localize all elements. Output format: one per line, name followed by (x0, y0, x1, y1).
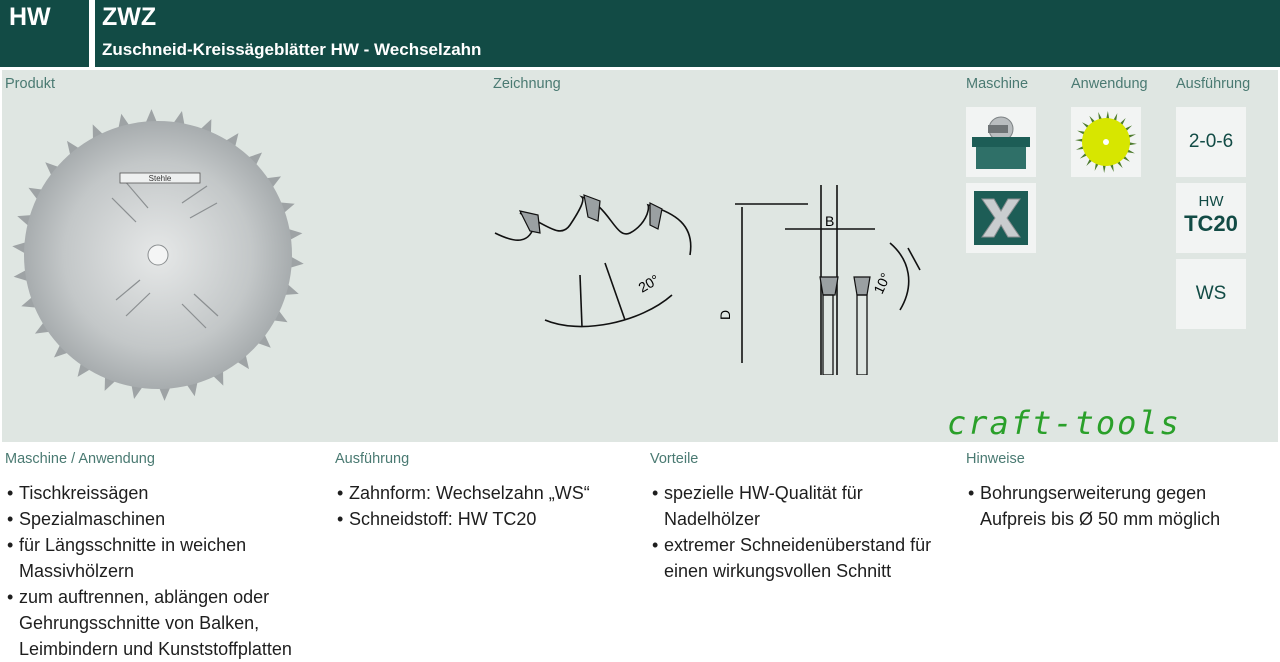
zeichnung-label: Zeichnung (493, 76, 561, 92)
dim-D-label: D (717, 310, 733, 320)
saw-blade-icon (1071, 107, 1141, 177)
tooth (1127, 142, 1137, 146)
execution-code: 2-0-6 (1188, 131, 1234, 152)
saw-blade-image: Stehle (12, 109, 304, 401)
section-hinweise-title: Hinweise (966, 451, 1025, 467)
section-vorteile-title: Vorteile (650, 451, 699, 467)
x-machine-icon (966, 183, 1036, 253)
section-ausfuehrung-list: Zahnform: Wechselzahn „WS“ Schneidstoff:… (335, 480, 635, 532)
product-code: HW (9, 3, 51, 31)
list-item: Schneidstoff: HW TC20 (335, 506, 635, 532)
section-hinweise-list: Bohrungserweiterung gegen Aufpreis bis Ø… (966, 480, 1266, 532)
dim-B-label: B (825, 213, 834, 229)
list-item: extremer Schneidenüberstand für einen wi… (650, 532, 960, 584)
tooth-form: WS (1195, 283, 1227, 304)
angle-20-label: 20° (636, 271, 662, 295)
header-title-box (95, 0, 1280, 67)
section-maschine-list: Tischkreissägen Spezialmaschinen für Län… (5, 480, 325, 662)
section-vorteile-list: spezielle HW-Qualität für Nadelhölzer ex… (650, 480, 960, 584)
material-big: TC20 (1184, 211, 1238, 236)
list-item: für Längsschnitte in weichen Massivhölze… (5, 532, 325, 584)
tooth (1075, 138, 1085, 142)
tooth (1102, 163, 1106, 173)
angle-10-label: 10° (870, 270, 893, 296)
technical-drawing: 20° 10° B b D (494, 185, 921, 375)
ausfuehrung-label: Ausführung (1176, 76, 1251, 92)
header-code-box (0, 0, 89, 67)
tooth (1106, 111, 1110, 121)
list-item: Tischkreissägen (5, 480, 325, 506)
produkt-label: Produkt (5, 76, 55, 92)
tooth (53, 341, 72, 358)
material-small: HW (1198, 193, 1224, 210)
material-tile: HW TC20 (1176, 183, 1246, 253)
section-maschine-title: Maschine / Anwendung (5, 451, 155, 467)
list-item: Bohrungserweiterung gegen Aufpreis bis Ø… (966, 480, 1266, 532)
execution-code-tile: 2-0-6 (1176, 107, 1246, 177)
blade-bore (147, 244, 169, 266)
product-subtitle: Zuschneid-Kreissägeblätter HW - Wechselz… (102, 40, 482, 59)
product-panel: Produkt Zeichnung Maschine Anwendung Aus… (2, 70, 1278, 442)
anwendung-label: Anwendung (1071, 76, 1148, 92)
tooth (254, 331, 271, 348)
maschine-label: Maschine (966, 76, 1029, 92)
tooth (244, 152, 263, 169)
list-item: Spezialmaschinen (5, 506, 325, 532)
product-title: ZWZ (102, 3, 157, 31)
section-ausfuehrung-title: Ausführung (335, 451, 410, 467)
table-saw-icon (966, 107, 1036, 177)
tooth-form-tile: WS (1176, 259, 1246, 329)
list-item: zum auftrennen, ablängen oder Gehrungssc… (5, 584, 325, 662)
blade-brand-plate (119, 172, 201, 184)
tooth (45, 162, 62, 179)
list-item: Zahnform: Wechselzahn „WS“ (335, 480, 635, 506)
blade-brand-text: Stehle (149, 174, 172, 183)
list-item: spezielle HW-Qualität für Nadelhölzer (650, 480, 960, 532)
craft-tools-logo: craft-tools (947, 404, 1181, 442)
